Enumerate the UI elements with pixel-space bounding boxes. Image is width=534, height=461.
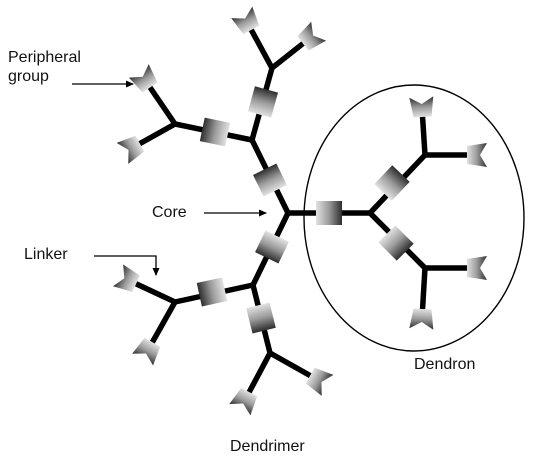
peripheral-label-line1: Peripheral (8, 49, 81, 66)
peripheral-group-unit (305, 367, 334, 396)
units-group (196, 86, 414, 334)
linker-arrow (94, 255, 160, 276)
peripheral-group-unit (467, 143, 487, 167)
linker-unit (246, 302, 276, 334)
peripheral-group-unit (409, 96, 434, 118)
peripheral-group-unit (409, 308, 434, 330)
peripheral-group-unit (112, 264, 140, 292)
peripheral-group-unit (132, 337, 161, 366)
bond-line (267, 350, 321, 383)
linker-unit (316, 201, 342, 225)
linker-unit (253, 163, 287, 197)
linker-unit (374, 165, 410, 201)
peripheral-group-unit (116, 135, 145, 164)
linker-unit (247, 86, 279, 118)
linker-unit (199, 117, 231, 147)
dendrimer-label: Dendrimer (230, 438, 305, 455)
peripheral-label-line2: group (8, 68, 49, 85)
peripheral-group-unit (229, 387, 258, 416)
peripheral-group-unit (467, 256, 487, 280)
peripheral-group-unit (297, 21, 327, 51)
linker-label: Linker (24, 246, 68, 263)
dendron-ellipse (303, 84, 525, 352)
dendron-label: Dendron (414, 356, 476, 373)
linker-unit (255, 230, 289, 264)
linker-unit (196, 277, 228, 307)
core-label: Core (152, 204, 187, 221)
peripheral-group-label: Peripheral group (8, 48, 81, 86)
peripheral-group-unit (231, 6, 260, 35)
peripheral-groups (112, 6, 487, 416)
linker-unit (378, 225, 414, 261)
bond-line (145, 299, 178, 353)
peripheral-group-unit (128, 64, 158, 93)
